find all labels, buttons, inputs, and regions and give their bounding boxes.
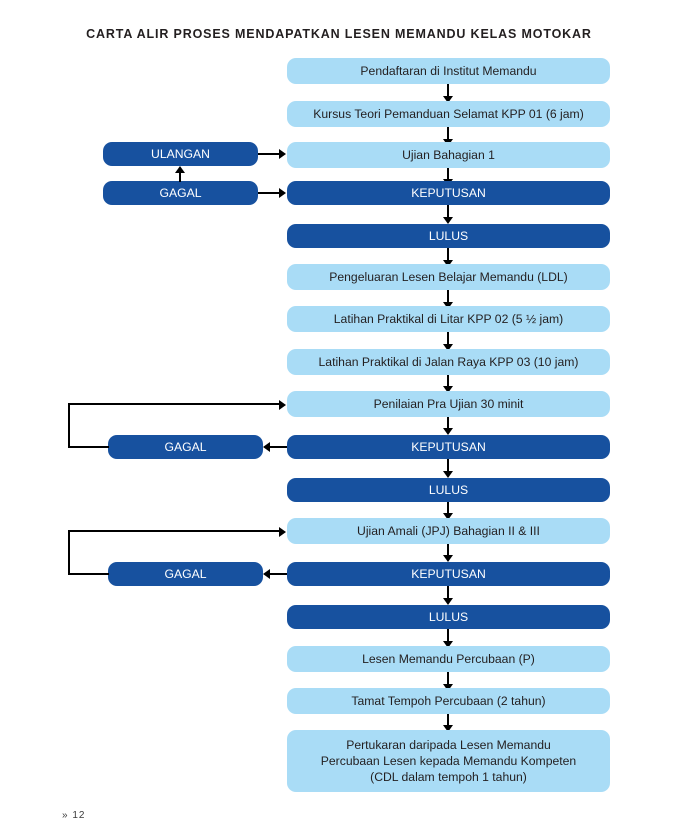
arrowhead-right <box>279 527 286 537</box>
flow-node-pertukaran-cdl: Pertukaran daripada Lesen Memandu Percub… <box>287 730 610 792</box>
page-number-marker: » 12 <box>62 810 86 821</box>
arrowhead-down <box>443 555 453 562</box>
connector-gagal1-to-ulangan <box>179 172 181 182</box>
arrowhead-up <box>175 166 185 173</box>
flow-node-ulangan: ULANGAN <box>103 142 258 166</box>
arrowhead-down <box>443 725 453 732</box>
flow-node-latihan-jalan-raya: Latihan Praktikal di Jalan Raya KPP 03 (… <box>287 349 610 375</box>
arrowhead-down <box>443 471 453 478</box>
flow-node-lulus-2: LULUS <box>287 478 610 502</box>
flow-node-label: Pendaftaran di Institut Memandu <box>360 63 537 78</box>
arrowhead-down <box>443 302 453 309</box>
arrowhead-left <box>263 569 270 579</box>
flow-node-lulus-1: LULUS <box>287 224 610 248</box>
flow-node-label-line-1: Pertukaran daripada Lesen Memandu <box>346 737 551 752</box>
flow-node-kursus-teori: Kursus Teori Pemanduan Selamat KPP 01 (6… <box>287 101 610 127</box>
loop-segment-bottom-3 <box>68 573 109 575</box>
arrowhead-down <box>443 513 453 520</box>
flow-node-label: GAGAL <box>164 566 207 581</box>
flow-node-ujian-amali: Ujian Amali (JPJ) Bahagian II & III <box>287 518 610 544</box>
flow-node-label: Ujian Bahagian 1 <box>402 147 495 162</box>
arrowhead-left <box>263 442 270 452</box>
connector-n16-n17 <box>447 714 449 728</box>
connector-n1-n2 <box>447 84 449 99</box>
loop-segment-top-3 <box>68 530 281 532</box>
connector-n9-n10 <box>447 417 449 432</box>
arrowhead-down <box>443 344 453 351</box>
connector-n10-n11 <box>447 459 449 474</box>
flow-node-label: Lesen Memandu Percubaan (P) <box>362 651 535 666</box>
flow-node-pengeluaran-ldl: Pengeluaran Lesen Belajar Memandu (LDL) <box>287 264 610 290</box>
flow-node-label-line-3: (CDL dalam tempoh 1 tahun) <box>370 770 527 785</box>
arrowhead-down <box>443 684 453 691</box>
loop-segment-vertical-2 <box>68 403 70 448</box>
connector-n5-n6 <box>447 248 449 263</box>
flow-node-latihan-litar: Latihan Praktikal di Litar KPP 02 (5 ½ j… <box>287 306 610 332</box>
connector-n13-n14 <box>447 586 449 601</box>
flow-node-gagal-3: GAGAL <box>108 562 263 586</box>
flow-node-pendaftaran: Pendaftaran di Institut Memandu <box>287 58 610 84</box>
loop-segment-bottom-2 <box>68 446 109 448</box>
flow-node-label-line-2: Percubaan Lesen kepada Memandu Kompeten <box>320 753 577 768</box>
loop-segment-top-2 <box>68 403 281 405</box>
connector-n12-n13 <box>447 544 449 559</box>
connector-n4-n5 <box>447 205 449 220</box>
flow-node-label: Tamat Tempoh Percubaan (2 tahun) <box>351 693 546 708</box>
flow-node-gagal-1: GAGAL <box>103 181 258 205</box>
flow-node-label: LULUS <box>428 228 469 243</box>
connector-n6-n7 <box>447 290 449 305</box>
page-title: CARTA ALIR PROSES MENDAPATKAN LESEN MEMA… <box>86 27 592 41</box>
flow-node-tamat-tempoh: Tamat Tempoh Percubaan (2 tahun) <box>287 688 610 714</box>
flow-node-keputusan-2: KEPUTUSAN <box>287 435 610 459</box>
flow-node-penilaian-pra-ujian: Penilaian Pra Ujian 30 minit <box>287 391 610 417</box>
loop-segment-vertical-3 <box>68 530 70 575</box>
flow-node-gagal-2: GAGAL <box>108 435 263 459</box>
flow-node-lesen-percubaan: Lesen Memandu Percubaan (P) <box>287 646 610 672</box>
connector-n14-n15 <box>447 629 449 644</box>
connector-n7-n8 <box>447 332 449 347</box>
arrowhead-down <box>443 217 453 224</box>
arrowhead-right <box>279 188 286 198</box>
flow-node-label: Kursus Teori Pemanduan Selamat KPP 01 (6… <box>313 106 584 121</box>
connector-ulangan-to-ujian <box>258 153 280 155</box>
flow-node-label: Penilaian Pra Ujian 30 minit <box>373 396 524 411</box>
arrowhead-right <box>279 400 286 410</box>
arrowhead-down <box>443 598 453 605</box>
connector-n3-n4 <box>447 168 449 182</box>
flow-node-lulus-3: LULUS <box>287 605 610 629</box>
flow-node-label: KEPUTUSAN <box>411 439 486 454</box>
connector-n11-n12 <box>447 502 449 516</box>
flow-node-label: Latihan Praktikal di Jalan Raya KPP 03 (… <box>318 354 579 369</box>
arrowhead-down <box>443 96 453 103</box>
flow-node-keputusan-1: KEPUTUSAN <box>287 181 610 205</box>
flow-node-label: Pengeluaran Lesen Belajar Memandu (LDL) <box>329 269 568 284</box>
flow-node-label: LULUS <box>428 482 469 497</box>
flow-node-ujian-bahagian-1: Ujian Bahagian 1 <box>287 142 610 168</box>
connector-n8-n9 <box>447 375 449 389</box>
flow-node-label: LULUS <box>428 609 469 624</box>
flow-node-label: GAGAL <box>164 439 207 454</box>
arrowhead-right <box>279 149 286 159</box>
flow-node-label: GAGAL <box>159 185 202 200</box>
connector-keputusan2-to-gagal2 <box>269 446 287 448</box>
arrowhead-down <box>443 260 453 267</box>
flow-node-label: KEPUTUSAN <box>411 566 486 581</box>
arrowhead-down <box>443 428 453 435</box>
flow-node-label: Latihan Praktikal di Litar KPP 02 (5 ½ j… <box>333 311 564 326</box>
arrowhead-down <box>443 386 453 393</box>
connector-n15-n16 <box>447 672 449 687</box>
flow-node-label: Ujian Amali (JPJ) Bahagian II & III <box>357 523 540 538</box>
flow-node-label: KEPUTUSAN <box>411 185 486 200</box>
connector-n2-n3 <box>447 127 449 142</box>
connector-gagal1-to-keputusan <box>258 192 280 194</box>
flow-node-label: ULANGAN <box>151 146 210 161</box>
arrowhead-down <box>443 641 453 648</box>
connector-keputusan3-to-gagal3 <box>269 573 287 575</box>
flow-node-keputusan-3: KEPUTUSAN <box>287 562 610 586</box>
